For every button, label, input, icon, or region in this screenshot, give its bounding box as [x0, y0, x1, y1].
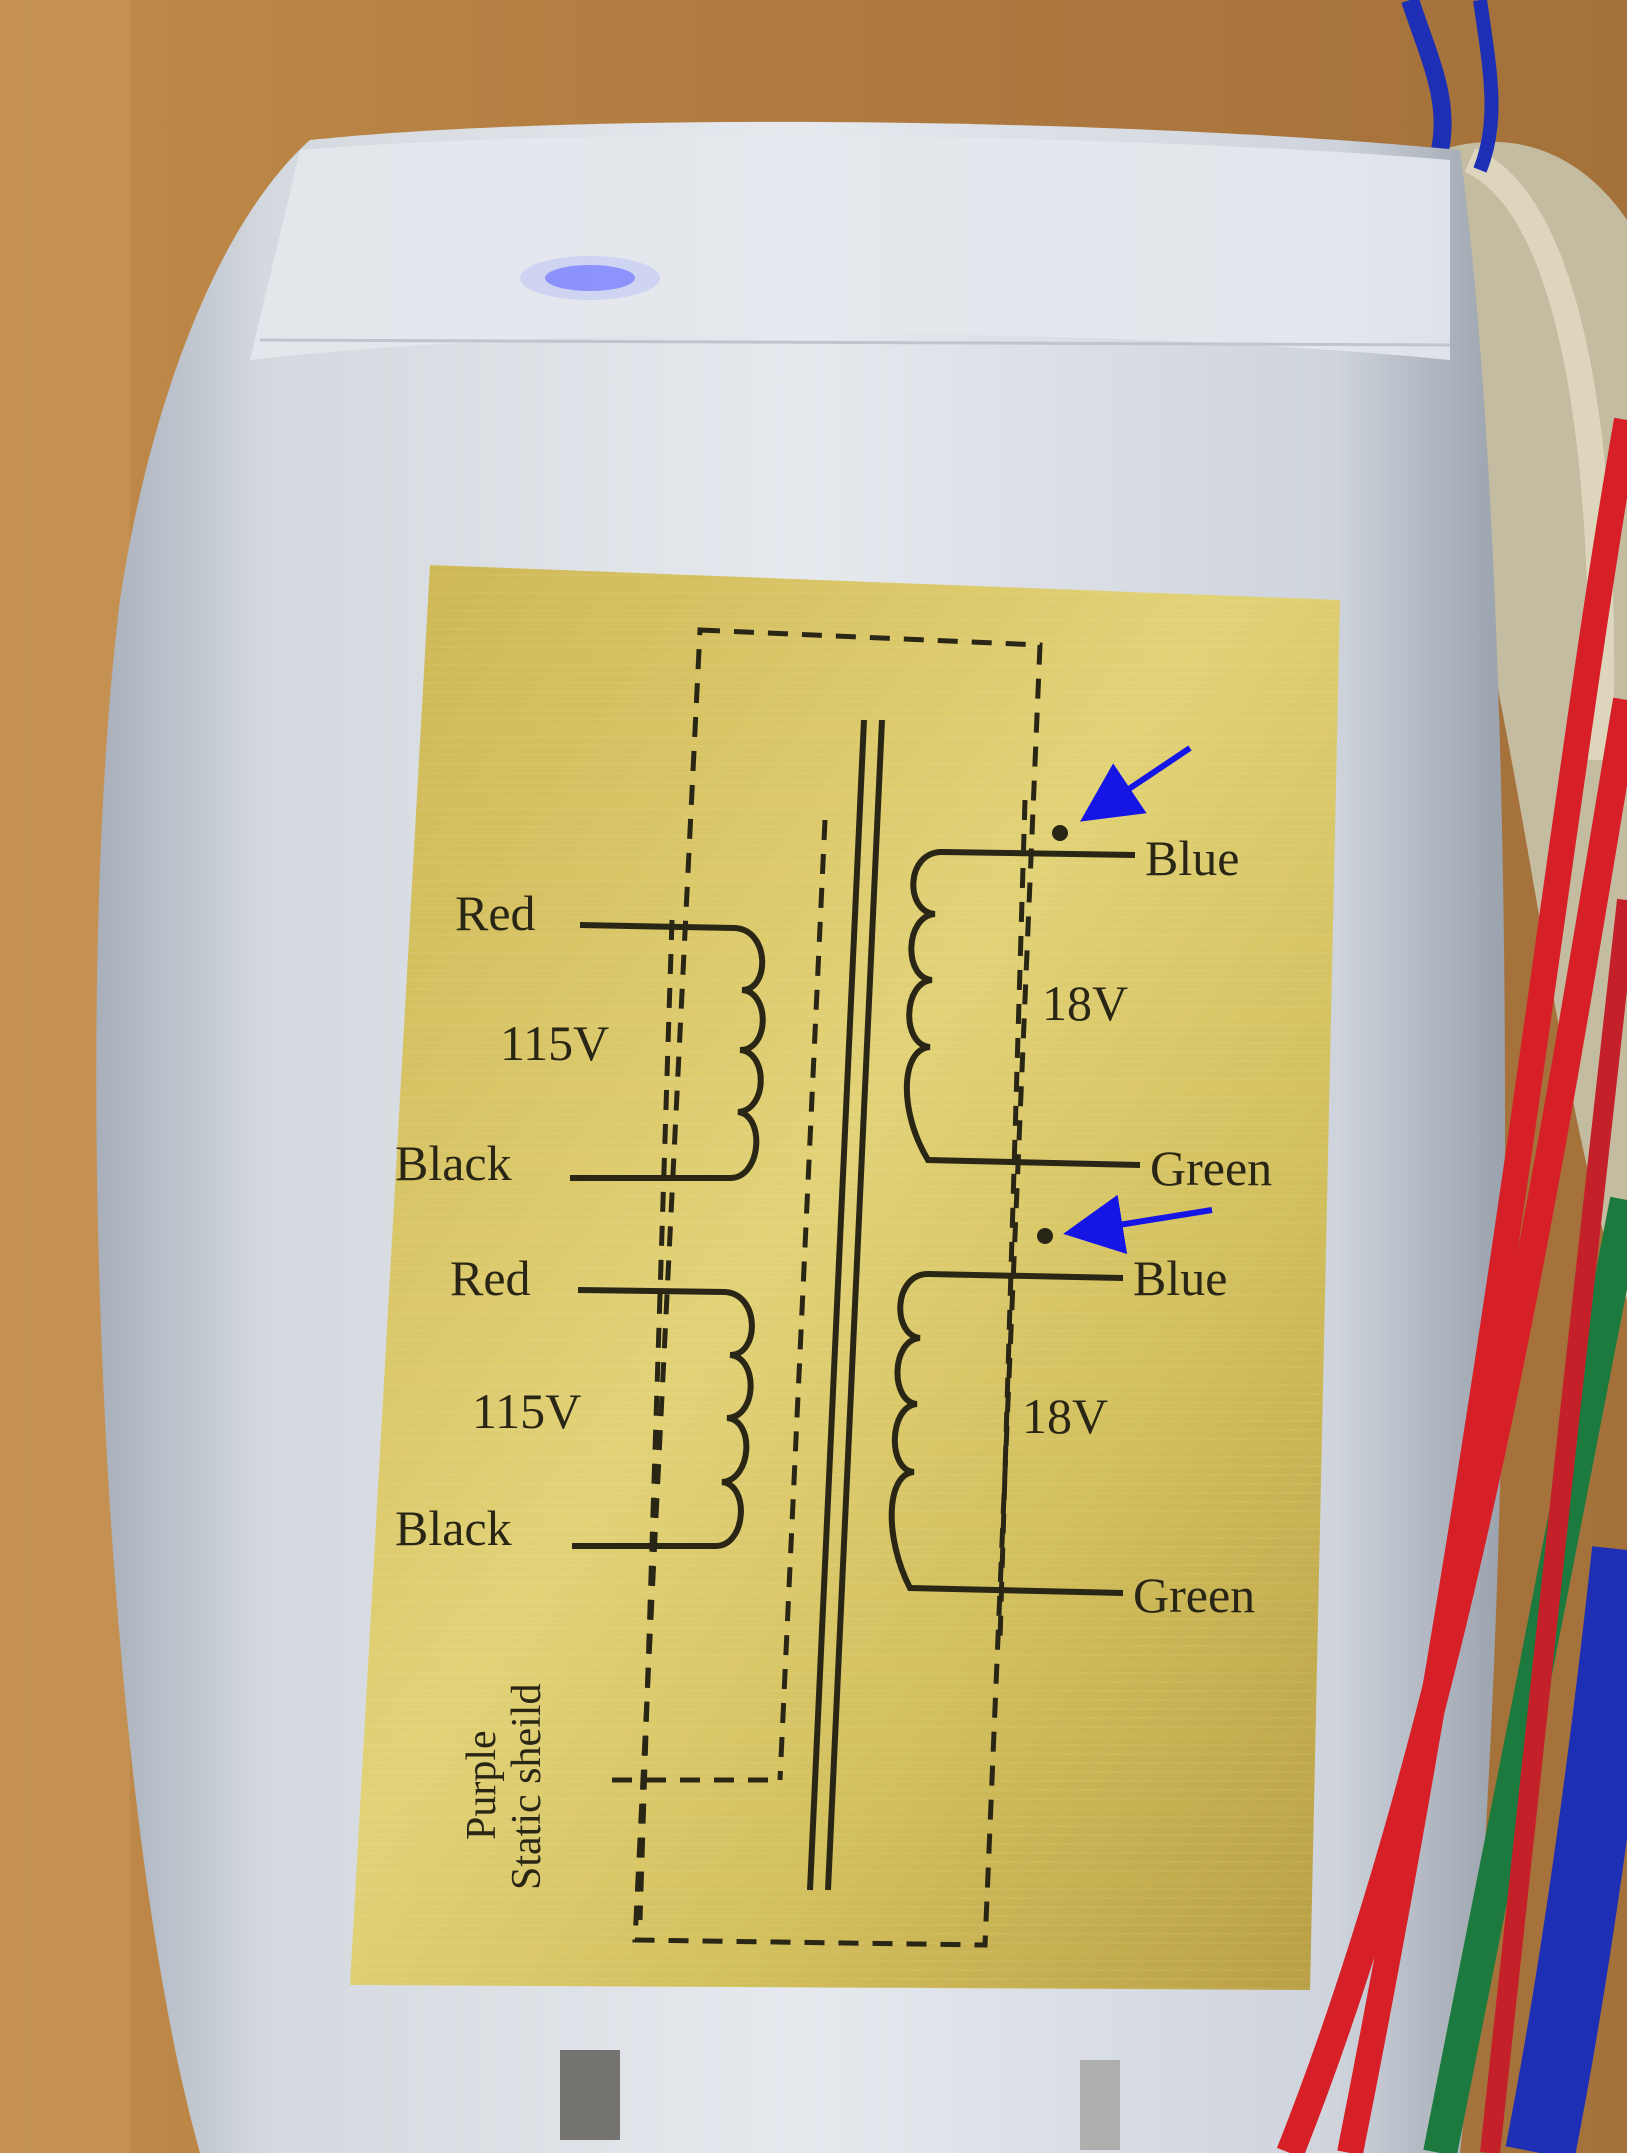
secondary-coil-top	[903, 848, 1141, 1168]
primary-bottom-lead-top: Red	[450, 1250, 531, 1306]
primary-coil-top	[570, 922, 766, 1181]
arrow-icon	[1063, 1194, 1213, 1255]
static-shield-outline	[632, 627, 1043, 1948]
secondary-bottom-lead-bottom: Green	[1133, 1567, 1255, 1623]
secondary-top-lead-top: Blue	[1145, 830, 1239, 886]
secondary-bottom-lead-top: Blue	[1133, 1250, 1227, 1306]
primary-top-lead-bottom: Black	[395, 1135, 512, 1191]
secondary-top-voltage: 18V	[1042, 975, 1128, 1031]
wire-blue	[1505, 1546, 1627, 2153]
arrow-icon	[1080, 745, 1192, 822]
primary-top-voltage: 115V	[500, 1015, 609, 1071]
secondary-bottom-voltage: 18V	[1022, 1388, 1108, 1444]
primary-coil-bottom	[572, 1287, 755, 1549]
wire-red-2	[1276, 697, 1627, 2153]
printed-logo-fragment	[560, 2050, 620, 2140]
secondary-coil-bottom	[888, 1270, 1124, 1596]
shield-label-line2: Static sheild	[504, 1684, 550, 1890]
printed-text-fragment	[1080, 2060, 1120, 2150]
wire-blue-top	[1401, 0, 1452, 152]
shield-inner-left	[637, 919, 675, 1921]
primary-bottom-voltage: 115V	[472, 1383, 581, 1439]
primary-bottom-lead-bottom: Black	[395, 1500, 512, 1556]
shield-inner-right	[997, 799, 1028, 1641]
transformer-schematic	[570, 627, 1141, 1948]
shield-label-line1: Purple	[459, 1730, 505, 1840]
phase-dot-bottom	[1037, 1228, 1053, 1244]
shield-inner-mid	[777, 819, 828, 1781]
core-line-2	[825, 719, 885, 1891]
phase-dot-top	[1052, 825, 1068, 841]
core-line-1	[807, 719, 867, 1891]
secondary-top-lead-bottom: Green	[1150, 1140, 1272, 1196]
primary-top-lead-top: Red	[455, 885, 536, 941]
